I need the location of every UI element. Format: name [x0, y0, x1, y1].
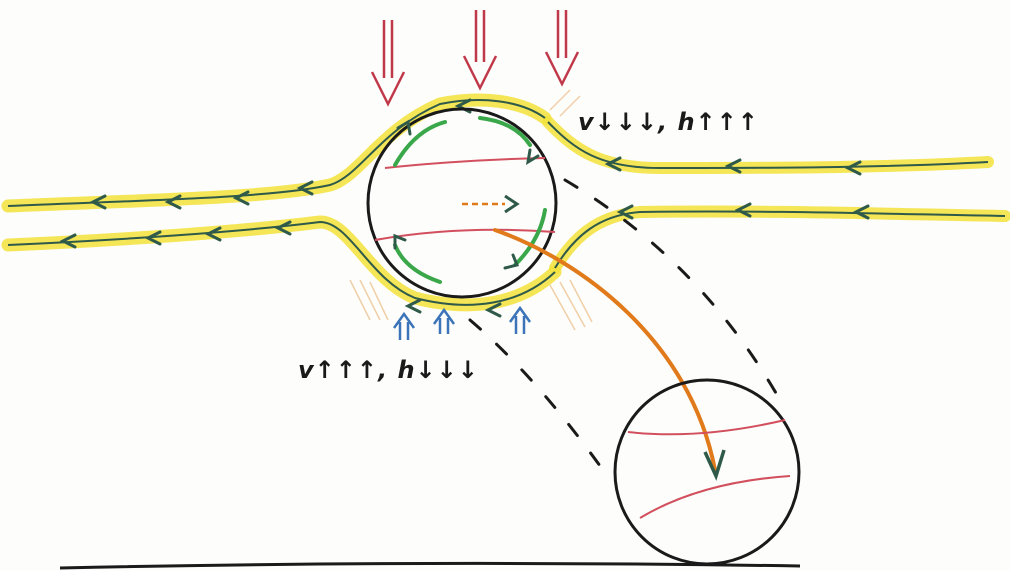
- ground-line: [60, 563, 800, 568]
- lower-ball: [615, 380, 799, 564]
- up-arrow-icon: [510, 308, 530, 334]
- airflow-streamlines: [8, 100, 1005, 305]
- ball-seam: [640, 476, 790, 518]
- low-pressure-arrows: [394, 308, 530, 340]
- annotation-bottom-left: v↑↑↑, h↓↓↓: [298, 356, 479, 384]
- spin-arrows: [395, 118, 545, 282]
- up-arrow-icon: [394, 314, 414, 340]
- down-arrow-icon: [464, 10, 496, 88]
- streamline-lower-right: [555, 211, 1005, 268]
- internal-force-arrow: [462, 196, 517, 212]
- ball-seam: [385, 158, 545, 168]
- ball-seam: [628, 420, 785, 434]
- trajectory-inner: [470, 320, 610, 480]
- up-arrow-icon: [434, 310, 454, 334]
- high-pressure-arrows: [372, 10, 578, 104]
- down-arrow-icon: [372, 20, 404, 104]
- ball-outline: [615, 380, 799, 564]
- down-arrow-icon: [546, 10, 578, 84]
- annotation-top-right: v↓↓↓, h↑↑↑: [578, 108, 759, 136]
- streamline-lower-left: [8, 222, 555, 305]
- streamline-upper-left: [8, 100, 545, 206]
